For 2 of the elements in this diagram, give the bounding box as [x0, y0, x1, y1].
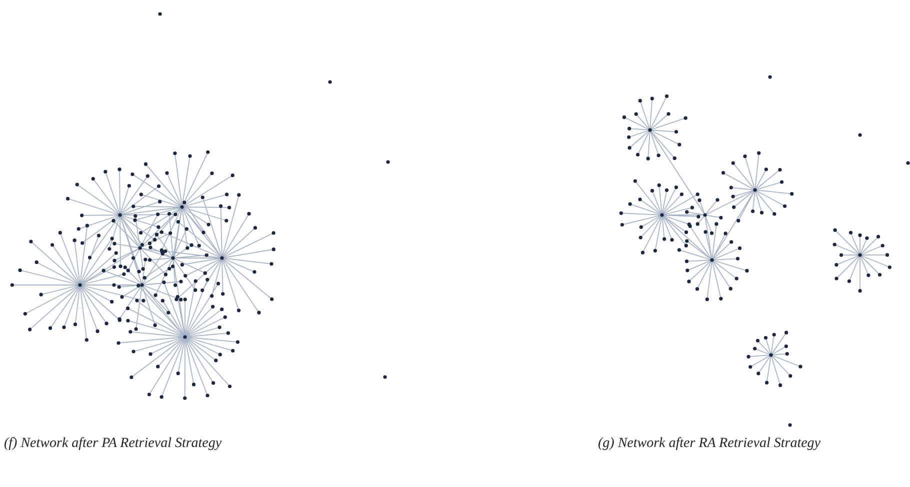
- figure-caption: (f) Network after PA Retrieval Strategy: [4, 436, 222, 452]
- figure-caption: (g) Network after RA Retrieval Strategy: [598, 436, 821, 452]
